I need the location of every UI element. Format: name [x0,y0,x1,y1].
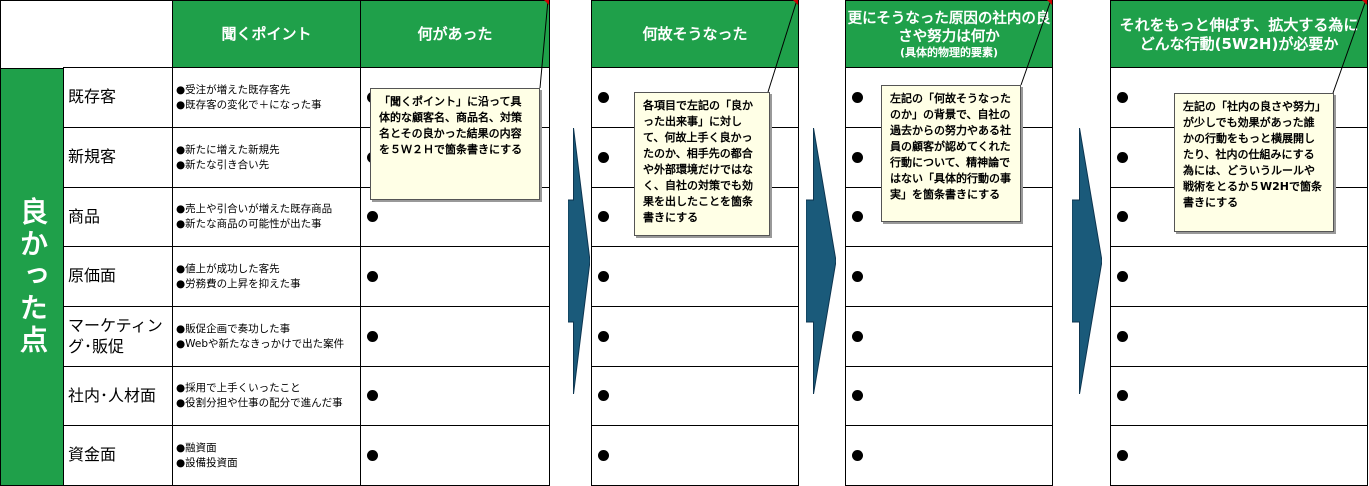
what-happened-cell[interactable] [360,425,550,486]
hint-item: ●採用で上手くいったこと [176,382,301,395]
why-cell[interactable] [591,366,799,426]
header-what-happened: 何があった [360,0,550,69]
hint-item: ●新たな引き合い先 [176,158,270,171]
bullet-icon [367,449,378,461]
hint-item: ●役割分担や仕事の配分で進んだ事 [176,397,343,409]
callout-note-4: 左記の「社内の良さや努力」が少しでも効果があった誰かの行動をもっと横展開したり、… [1174,93,1334,232]
bullet-icon [367,390,378,401]
header-internal-cause: 更にそうなった原因の社内の良さや努力は何か(具体的物理的要素) [845,0,1053,69]
header-why: 何故そうなった [591,0,799,69]
category-label: 社内･人材面 [63,366,173,426]
hint-item: ●新たな商品の可能性が出た事 [176,218,322,230]
hint-cell: ●販促企画で奏功した事 ●Webや新たなきっかけで出た案件 [172,306,361,367]
category-label: 商品 [63,187,173,247]
bullet-icon [598,330,609,342]
what-happened-cell[interactable] [360,366,550,426]
bullet-icon [598,270,609,282]
bullet-icon [598,211,609,222]
hint-item: ●融資面 [176,441,217,454]
category-label: 資金面 [63,425,173,486]
bullet-icon [1117,449,1128,461]
hint-item: ●値上が成功した客先 [176,262,280,275]
section-label: 良かった点 [0,68,64,486]
hint-cell: ●売上や引合いが増えた既存商品 ●新たな商品の可能性が出た事 [172,187,361,247]
callout-note-2: 各項目で左記の「良かった出来事」に対して、何故上手く良かったのか、相手先の都合や… [634,92,770,236]
bullet-icon [598,151,609,163]
right-arrow-icon [806,128,836,394]
internal-cause-cell[interactable] [845,246,1053,307]
bullet-icon [1117,91,1128,103]
hint-item: ●労務費の上昇を抑えた事 [176,277,301,290]
callout-note-3: 左記の「何故そうなったのか」の背景で、自社の過去からの努力やある社員の顧客が認め… [881,85,1021,222]
bullet-icon [1117,330,1128,342]
bullet-icon [852,330,863,342]
hint-item: ●Webや新たなきっかけで出た案件 [176,337,345,350]
bullet-icon [1117,151,1128,163]
bullet-icon [367,270,378,282]
internal-cause-cell[interactable] [845,306,1053,367]
header-listen-points: 聞くポイント [172,0,361,69]
bullet-icon [1117,390,1128,401]
bullet-icon [1117,211,1128,222]
internal-cause-cell[interactable] [845,425,1053,486]
bullet-icon [852,270,863,282]
bullet-icon [852,211,863,222]
bullet-icon [1117,270,1128,282]
header-sub: (具体的物理的要素) [899,45,999,59]
header-main: 更にそうなった原因の社内の良さや努力は何か [847,10,1051,45]
bullet-icon [598,91,609,103]
expand-actions-cell[interactable] [1110,425,1368,486]
category-label: マーケティング･販促 [63,306,173,367]
hint-item: ●販促企画で奏功した事 [176,322,291,335]
bullet-icon [852,91,863,103]
corner-cell [0,0,173,69]
header-expand-actions: それをもっと伸ばす、拡大する為にどんな行動(5W2H)が必要か [1110,0,1368,69]
why-cell[interactable] [591,425,799,486]
bullet-icon [852,390,863,401]
hint-item: ●新たに増えた新規先 [176,143,280,156]
right-arrow-icon [568,128,590,394]
bullet-icon [852,151,863,163]
bullet-icon [598,390,609,401]
bullet-icon [852,449,863,461]
right-arrow-icon [1072,128,1102,394]
hint-item: ●設備投資面 [176,456,238,469]
bullet-icon [367,211,378,222]
callout-note-1: 「聞くポイント」に沿って具体的な顧客名、商品名、対策名とその良かった結果の内容を… [370,88,540,200]
hint-cell: ●融資面 ●設備投資面 [172,425,361,486]
bullet-icon [367,330,378,342]
internal-cause-cell[interactable] [845,366,1053,426]
hint-item: ●既存客の変化で＋になった事 [176,98,322,111]
bullet-icon [598,449,609,461]
what-happened-cell[interactable] [360,246,550,307]
hint-item: ●受注が増えた既存客先 [176,83,291,96]
hint-item: ●売上や引合いが増えた既存商品 [176,203,333,216]
category-label: 既存客 [63,67,173,128]
